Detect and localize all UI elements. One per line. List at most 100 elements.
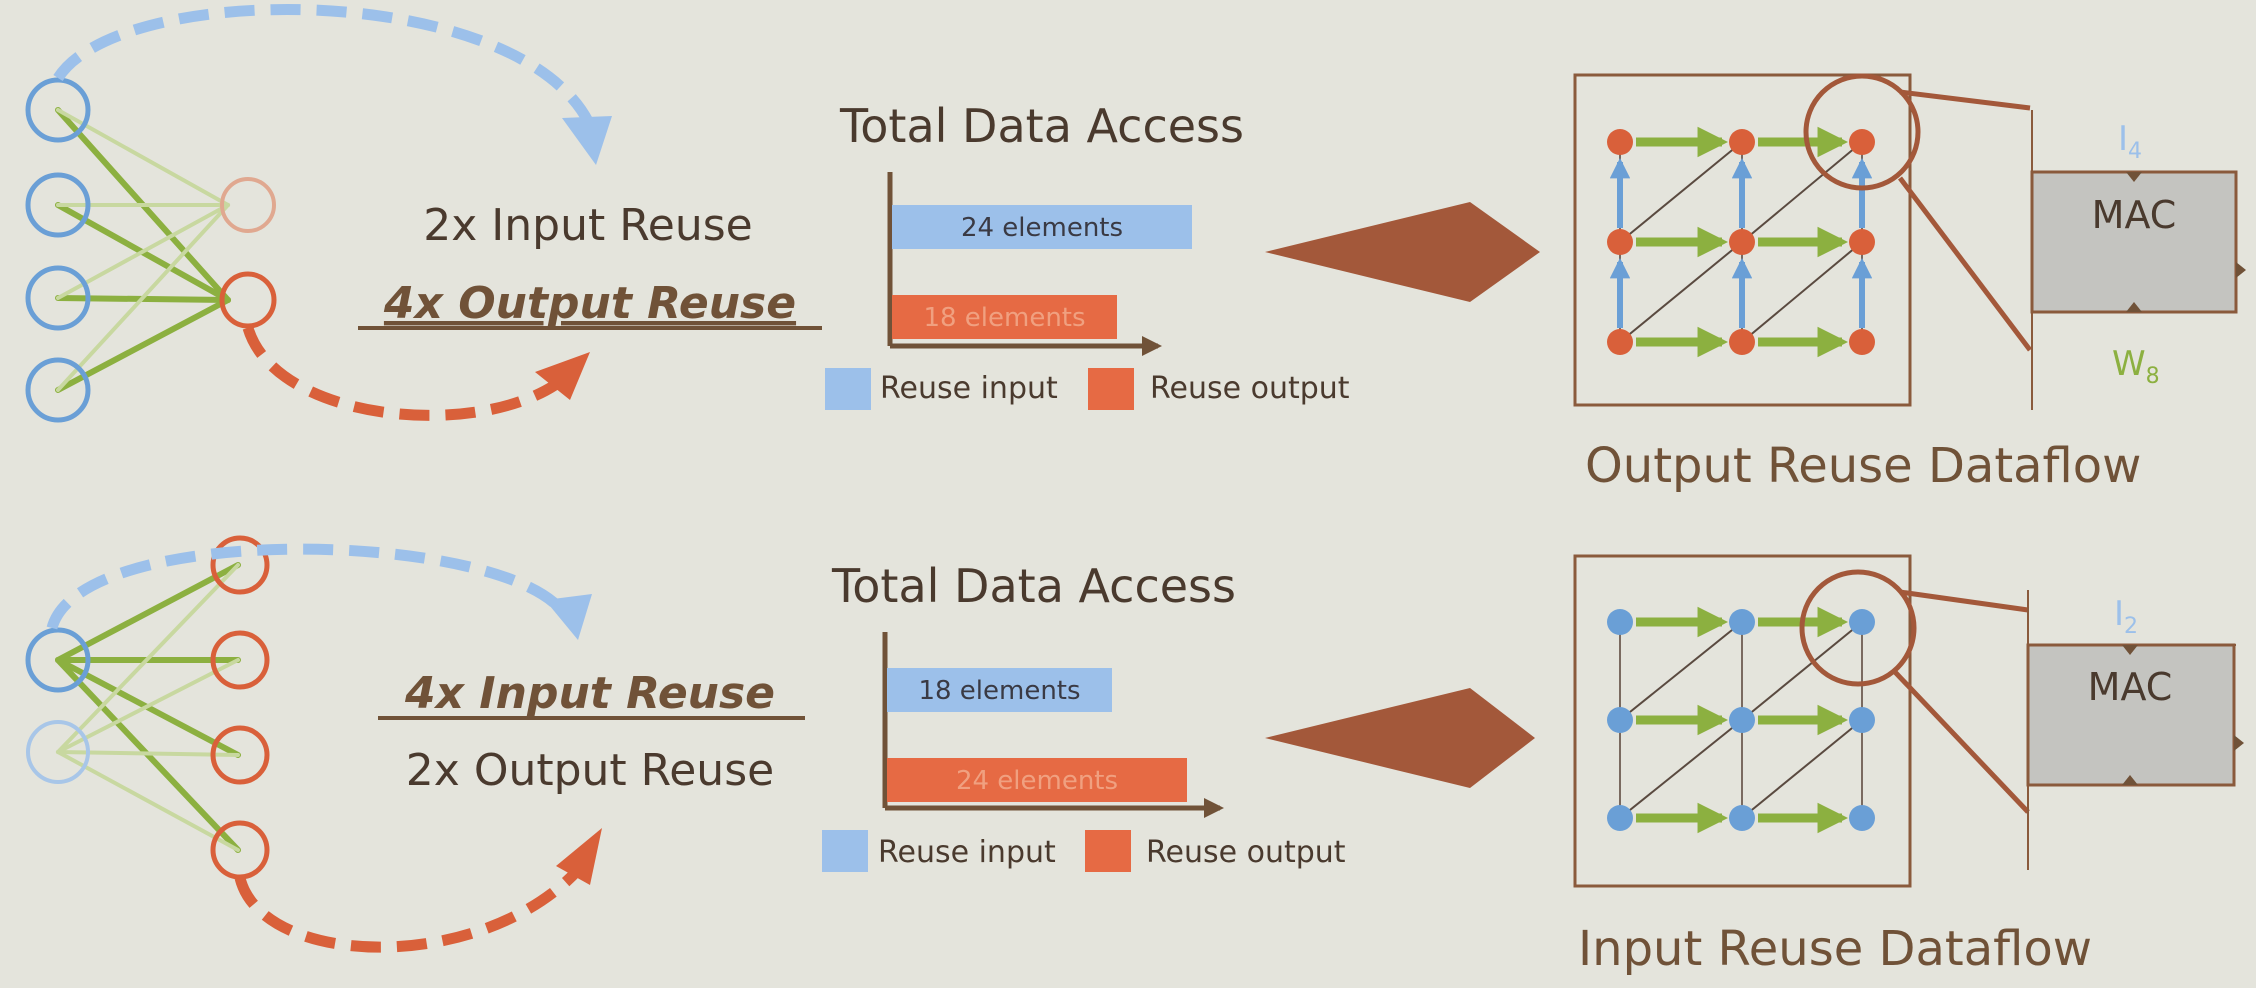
- input-neuron: [25, 172, 91, 238]
- pe-node: [1849, 229, 1875, 255]
- pe-node: [1607, 609, 1633, 635]
- chart-bars: 24 elements 18 elements: [892, 205, 1192, 339]
- legend-label-input: Reuse input: [878, 835, 1056, 870]
- pe-array-box: [1573, 73, 1912, 407]
- bar-reuse-output: [887, 758, 1187, 802]
- output-neuron: [210, 630, 270, 690]
- zoom-magnifier: [1799, 569, 1917, 687]
- input-neuron-faded: [26, 720, 90, 784]
- zoom-line-top: [1899, 589, 2029, 613]
- input-neuron: [25, 627, 91, 693]
- input-reuse-arrowhead: [562, 116, 612, 165]
- legend-swatch-output: [1085, 830, 1131, 872]
- pe-array-box: [1573, 554, 1912, 888]
- output-reuse-arc: [234, 866, 583, 953]
- output-neuron-faded: [220, 177, 276, 233]
- mac-weight-label: W8: [2112, 344, 2160, 389]
- pe-node: [1607, 805, 1633, 831]
- transition-arrow: [1265, 202, 1540, 302]
- input-neuron: [25, 77, 91, 143]
- input-reuse-arc: [46, 543, 570, 630]
- mac-weight-notch: [2122, 775, 2138, 785]
- pe-node: [1729, 805, 1755, 831]
- chart-title: Total Data Access: [831, 559, 1236, 613]
- legend-swatch-output: [1088, 368, 1134, 410]
- panel-input-reuse: 4x Input Reuse 2x Output Reuse Total Dat…: [25, 535, 2244, 977]
- diagonal-line: [1619, 621, 1743, 721]
- reuse-label-output: 2x Output Reuse: [406, 745, 774, 796]
- mac-input-notch: [2122, 645, 2138, 655]
- network-edges: [55, 107, 231, 393]
- legend-swatch-input: [825, 368, 871, 410]
- chart-title: Total Data Access: [839, 99, 1244, 153]
- bar-label-input: 24 elements: [961, 213, 1123, 243]
- pe-node: [1849, 707, 1875, 733]
- pe-array: [1607, 606, 1875, 834]
- diagonal-line: [1741, 719, 1863, 819]
- mac-unit: [2026, 643, 2236, 787]
- output-neuron: [210, 725, 270, 785]
- diagonal-line: [1741, 241, 1863, 343]
- pe-node: [1729, 609, 1755, 635]
- pe-node: [1849, 805, 1875, 831]
- mac-unit: [2030, 170, 2238, 314]
- dataflow-title: Input Reuse Dataflow: [1578, 921, 2092, 977]
- zoom-line-bottom: [1893, 670, 2030, 814]
- pe-node: [1607, 229, 1633, 255]
- mac-weight-notch: [2126, 302, 2142, 312]
- legend-label-input: Reuse input: [880, 371, 1058, 406]
- diagonal-line: [1619, 141, 1743, 243]
- diagonal-line: [1741, 621, 1863, 721]
- pe-array: [1607, 126, 1875, 358]
- bar-reuse-output: [892, 295, 1117, 339]
- legend-label-output: Reuse output: [1146, 835, 1346, 870]
- mac-output-notch: [2236, 262, 2246, 278]
- diagonal-line: [1741, 141, 1863, 243]
- diagonal-line: [1619, 241, 1743, 343]
- reuse-label-input-emphasized: 4x Input Reuse: [404, 668, 775, 719]
- output-neuron: [219, 271, 277, 329]
- pe-node: [1729, 129, 1755, 155]
- diagonal-line: [1619, 719, 1743, 819]
- transition-arrow: [1265, 688, 1535, 788]
- mac-output-notch: [2234, 735, 2244, 751]
- pe-node: [1607, 707, 1633, 733]
- bar-label-output: 18 elements: [923, 303, 1085, 333]
- pe-node: [1849, 329, 1875, 355]
- input-reuse-arc: [53, 4, 595, 128]
- bar-label-input: 18 elements: [918, 676, 1080, 706]
- output-neuron: [210, 535, 270, 595]
- chart-bars: 18 elements 24 elements: [887, 668, 1187, 802]
- pe-node: [1607, 129, 1633, 155]
- output-reuse-arrowhead: [535, 352, 590, 400]
- mac-input-label: I2: [2114, 594, 2138, 639]
- output-reuse-arrowhead: [556, 828, 602, 885]
- input-neuron: [25, 265, 91, 331]
- pe-node: [1729, 329, 1755, 355]
- pe-node: [1607, 329, 1633, 355]
- pe-node: [1729, 707, 1755, 733]
- zoom-magnifier: [1803, 73, 1921, 191]
- panel-output-reuse: 2x Input Reuse 4x Output Reuse Total Dat…: [25, 4, 2246, 494]
- output-reuse-arc: [242, 326, 558, 421]
- pe-node: [1849, 609, 1875, 635]
- legend-swatch-input: [822, 830, 868, 872]
- mac-input-notch: [2126, 172, 2142, 182]
- zoom-line-top: [1899, 89, 2031, 111]
- network-edges: [55, 562, 241, 853]
- dataflow-title: Output Reuse Dataflow: [1585, 438, 2141, 494]
- bar-reuse-input: [887, 668, 1112, 712]
- input-neuron: [25, 357, 91, 423]
- output-neuron: [210, 820, 270, 880]
- mac-label: MAC: [2092, 193, 2177, 237]
- legend-label-output: Reuse output: [1150, 371, 1350, 406]
- pe-node: [1849, 129, 1875, 155]
- reuse-label-input: 2x Input Reuse: [423, 200, 752, 251]
- mac-input-label: I4: [2118, 119, 2142, 164]
- bar-reuse-input: [892, 205, 1192, 249]
- zoom-line-bottom: [1898, 176, 2032, 352]
- bar-label-output: 24 elements: [956, 766, 1118, 796]
- reuse-label-output-emphasized: 4x Output Reuse: [383, 278, 796, 329]
- mac-label: MAC: [2088, 665, 2173, 709]
